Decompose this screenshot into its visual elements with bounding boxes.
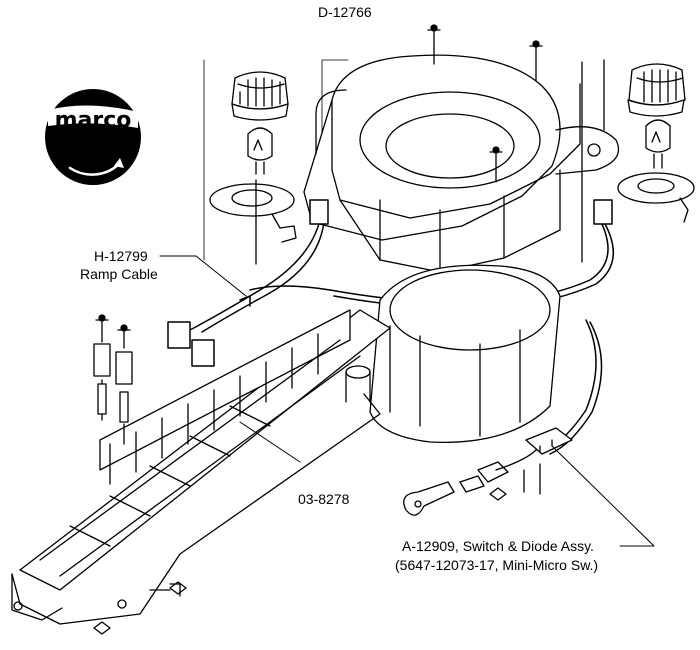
ramp-cover-top [303, 24, 620, 273]
mounting-posts [93, 314, 187, 635]
right-lamp-assembly [581, 59, 695, 263]
switch-diode-assembly [403, 427, 573, 516]
ramp-cable-part-number: H-12799 [94, 248, 148, 264]
ramp-cable-harness [167, 199, 615, 455]
left-lamp-assembly [203, 59, 349, 265]
diagram-title: D-12766 [318, 4, 372, 20]
marco-logo: marco [45, 89, 141, 185]
switch-assy-spec: (5647-12073-17, Mini-Micro Sw.) [395, 557, 599, 573]
ramp-cable-label: Ramp Cable [80, 266, 158, 282]
svg-text:marco: marco [55, 108, 132, 133]
ramp-base-part-number: 03-8278 [298, 491, 350, 507]
leader-lines [159, 255, 655, 547]
ramp-base-main [11, 264, 561, 625]
switch-assy-label: A-12909, Switch & Diode Assy. [402, 538, 594, 554]
